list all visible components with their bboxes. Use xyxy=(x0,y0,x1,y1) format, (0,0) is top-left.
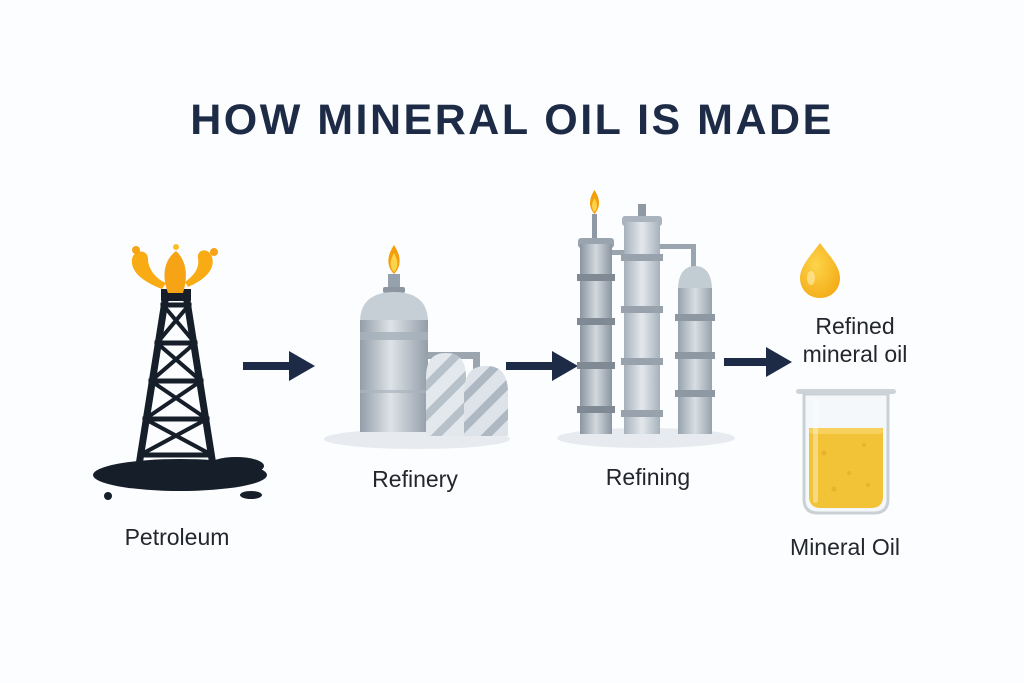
oil-gusher-icon xyxy=(131,244,218,293)
refining-svg xyxy=(557,190,735,448)
oil-puddle xyxy=(93,457,267,500)
flow-arrow-3-icon xyxy=(724,347,792,382)
oil-drop-icon xyxy=(797,240,843,300)
refined-label-line2: mineral oil xyxy=(802,341,908,367)
refining-illustration xyxy=(556,188,736,450)
storage-tank-b xyxy=(464,366,508,436)
refined-mineral-oil-label: Refined mineral oil xyxy=(780,312,930,368)
refinery-illustration xyxy=(322,240,512,452)
beaker-liquid xyxy=(809,428,883,508)
flow-arrow-1-icon xyxy=(243,351,315,386)
flame-icon xyxy=(383,245,405,293)
refining-pipes xyxy=(612,244,696,270)
storage-tank-a xyxy=(426,353,466,436)
distillation-column-3 xyxy=(675,266,715,434)
refinery-label: Refinery xyxy=(372,466,458,492)
refining-label: Refining xyxy=(605,464,691,490)
petroleum-label: Petroleum xyxy=(124,524,230,550)
derrick-tower xyxy=(135,289,217,464)
oil-derrick-illustration xyxy=(88,243,268,508)
mineral-oil-label: Mineral Oil xyxy=(790,534,900,560)
flow-arrow-2-icon xyxy=(506,351,578,386)
main-tank xyxy=(360,292,428,432)
refinery-svg xyxy=(324,245,510,449)
distillation-column-2 xyxy=(621,204,663,434)
page-title: HOW MINERAL OIL IS MADE xyxy=(190,96,834,144)
oil-derrick-svg xyxy=(93,244,267,500)
beaker-svg xyxy=(796,389,896,515)
beaker-illustration xyxy=(794,383,898,519)
beaker-rim xyxy=(796,389,896,394)
refined-label-line1: Refined xyxy=(815,313,895,339)
distillation-column-1 xyxy=(577,190,615,434)
